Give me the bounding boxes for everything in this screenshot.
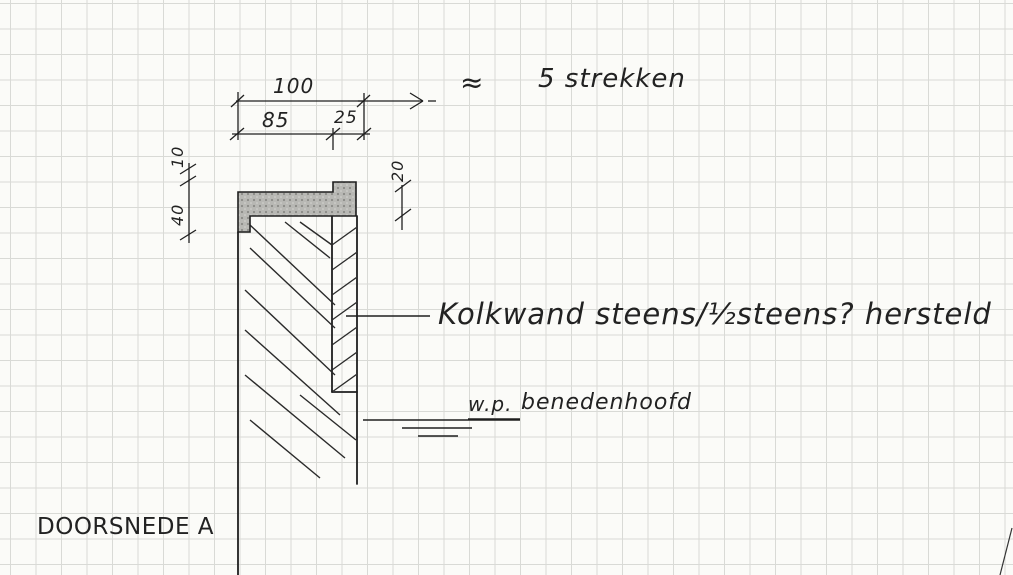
- dimension-label-40: 40: [168, 203, 187, 226]
- wp-label: w.p.: [468, 392, 513, 416]
- dimension-label-25: 25: [334, 108, 358, 128]
- water-level-symbol: [363, 419, 520, 437]
- coping-stone: [237, 181, 357, 233]
- stray-pencil-line: [999, 527, 1013, 575]
- wp-label-rest: benedenhoofd: [521, 390, 692, 415]
- dimension-label-10: 10: [168, 145, 187, 168]
- dimension-85-25: [229, 127, 372, 150]
- section-title: DOORSNEDE A: [37, 514, 215, 540]
- dimension-label-85: 85: [262, 108, 290, 132]
- dimension-label-20: 20: [388, 159, 407, 182]
- masonry-hatch: [244, 221, 357, 479]
- dimension-label-100: 100: [273, 74, 315, 98]
- strekken-label: 5 strekken: [538, 64, 686, 94]
- kolkwand-label: Kolkwand steens/½steens? hersteld: [438, 297, 992, 331]
- dimension-vertical-right: [394, 179, 412, 230]
- dimension-vertical-left: [179, 163, 197, 243]
- dimension-100: [230, 92, 436, 140]
- facing-hatch: [332, 227, 356, 391]
- approx-symbol: ≈: [460, 66, 485, 99]
